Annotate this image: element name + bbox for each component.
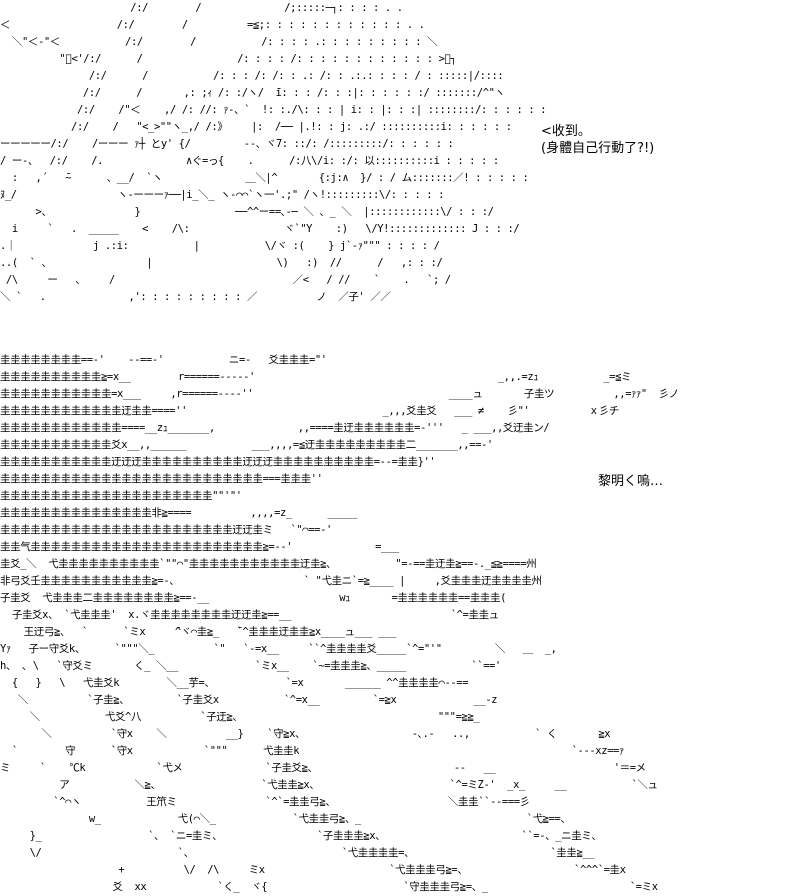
art-line: /\ ー 、 / ／< / // ` . `; / (0, 274, 451, 286)
art-line: "ﾞ<'/:/ / /: : : : /: : : : : : : : : : … (0, 53, 457, 65)
art-line: : ,´ ̄~ 、__/ `ヽ ＿＼|^ {:j:∧ }/ : / ム:::::… (0, 172, 529, 184)
art-line: .｜ j .:i: | \/ヾ :( } j`-ｧ""" : : : : / (0, 240, 440, 252)
art-line: 王迂弓≧、 ` `ミx ̄^ヾ⌒圭≧_ ̄`^圭圭圭迂圭圭≧x____ュ___ … (0, 626, 397, 638)
art-line: /:/ / /: : : /: /: : .: /: : .:.: : : : … (0, 70, 504, 82)
art-line: 非弓爻壬圭圭圭圭圭圭圭圭圭圭圭≧=-、 ` "弋圭ニ`=≧____ | ,爻圭圭… (0, 575, 542, 587)
art-line: 圭圭圭圭圭圭圭圭圭圭圭圭圭圭圭圭圭圭圭圭圭圭圭迂迂圭ミ `"⌒==-' (0, 524, 332, 536)
art-line: h、 ､ \ `守爻ミ く_ ＼__ `ミx__ `~=圭圭圭≧、_____ `… (0, 660, 501, 672)
art-line: `^⌒ヽ 王笊ミ `^`=圭圭弓≧、 ＼圭圭``--===彡 (0, 796, 530, 808)
art-line: ..( ` 、 | \) :) // / ,: : :/ (0, 257, 443, 269)
art-line: ＼ 弋爻^八 `子迂≧、 """=≧≧_ (0, 711, 480, 723)
dawn-caption: 黎明く嗚… (598, 474, 664, 489)
art-line: 子圭爻 弋圭圭圭二圭圭圭圭圭圭圭圭≧==-__ wｭ =圭圭圭圭圭圭==圭圭圭( (0, 592, 507, 604)
art-line: ＼"＜-"＜ /:/ / /: : : : .: : : : : : : : :… (0, 36, 438, 48)
art-line: /:/ / "<_>""ヽ_,/ /:》 |: /── |.!: : j: .:… (0, 121, 512, 133)
art-line: \/ `、 `弋圭圭圭圭=、 `圭圭≧__ (0, 847, 595, 859)
art-line: 圭圭圭圭圭圭圭圭圭圭圭圭圭圭圭圭圭圭圭圭圭""'"' (0, 490, 242, 502)
art-line: ミ ` ℃k `弋メ `子圭爻≧、 -- __ '＝=メ (0, 762, 646, 774)
art-line: 子圭爻x、 `弋圭圭圭' x.ヾ圭圭圭圭圭圭圭圭迂迂圭≧==__ `^=圭圭ュ (0, 609, 499, 621)
art-line: ＼ ` . ,': : : : : : : : : ／ ノ ／子' ／／ (0, 291, 391, 303)
art-line: 圭圭圭圭圭圭圭圭圭圭圭圭圭圭圭非≧==== ,,,,=z_ _____ (0, 507, 358, 519)
art-line: ﾇ_/ ヽ-ーーーｧ──|i_＼_ ヽ-⌒⌒`ヽ一'.;" /ヽ!:::::::… (0, 189, 445, 201)
art-line: ` 守 `守x `""" 弋圭圭k `---xz==ｧ (0, 745, 624, 757)
art-line: 圭圭气圭圭圭圭圭圭圭圭圭圭圭圭圭圭圭圭圭圭圭圭圭圭圭≧=--' =___ (0, 541, 399, 553)
dialogue-caption: <收到。 (身體自己行動了?!) (541, 123, 654, 157)
art-line: ＼ `守x ＼ __} `守≧x、 -､.- .., ` く ≧x (0, 728, 611, 740)
art-line: Yｧ 子ー守爻k、 `"""＼_ `" `-=x__ ``^圭圭圭圭爻_____… (0, 643, 557, 655)
art-line: { } \ 弋圭爻k ＼__芋=、 `=x ______ ^^圭圭圭圭⌒--== (0, 677, 469, 689)
art-line: / ー-、 /:/ /. ∧ぐ=っ{ . /:八\/i: :/: 以::::::… (0, 155, 499, 167)
art-line: }_ `、 `ニ=圭ミ、 `子圭圭圭≧x、 ``=-、_ニ圭ミ、 (0, 830, 602, 842)
art-line: 圭圭圭圭圭圭圭圭==-' --==-' ニ=- 爻圭圭圭="' (0, 354, 327, 366)
art-line: ＜ /:/ / =≦;: : : : : : : : : : : : . . (0, 19, 425, 31)
art-line: 圭圭圭圭圭圭圭圭圭圭≧=x__ r======-----' _,,.=zｭ _=… (0, 371, 632, 383)
art-line: 圭圭圭圭圭圭圭圭圭圭圭爻x__,,______ ___,,,,=≦迂圭圭圭圭圭圭… (0, 439, 493, 451)
ascii-art-panel-bottom: 圭圭圭圭圭圭圭圭==-' --==-' ニ=- 爻圭圭圭="' 圭圭圭圭圭圭圭圭… (0, 352, 805, 893)
art-line: w_ 弋(⌒＼_ `弋圭圭弓≧、_ `弋≧==、 (0, 813, 571, 825)
art-line: ーーーーー/:/ /ーーー ｧ┼ とy' {/ --、ヾ7: ::/: /:::… (0, 138, 454, 150)
art-line: 圭圭圭圭圭圭圭圭圭圭圭=x___ ,r======----'' ____ュ 子圭… (0, 388, 679, 400)
art-line: /:/ / /;:::::─┐: : : : . . (0, 2, 403, 14)
art-line: 圭圭圭圭圭圭圭圭圭圭圭迂迂迂圭圭圭圭圭圭圭圭圭圭迂迂迂圭圭圭圭圭圭圭圭圭圭=--… (0, 456, 436, 468)
art-line: 圭爻_＼ 弋圭圭圭圭圭圭圭圭圭圭`""⌒"圭圭圭圭圭圭圭圭圭圭圭迂圭≧、 "=-… (0, 558, 537, 570)
art-line: ア ＼≧、 `弋圭圭≧x、 `^=ミZ-' _x_ __ `＼ュ (0, 779, 658, 791)
art-line: i ` . _____ < /\: ヾ`"Y :) \/Y!::::::::::… (0, 223, 520, 235)
art-line: /:/ /"＜ ,/ /: //: ｧ-、` !: :./\: : : | i:… (0, 104, 547, 116)
art-line: ＼ `子圭≧、 `子圭爻x `^=x__ `=≧x __-z (0, 694, 498, 706)
art-line: /:/ / ,: ;ｨ /: :/ヽ/ ̄i: : : /: : :|: : :… (0, 87, 505, 99)
art-line: 爻 xx `く_ ヾ{ `守圭圭圭弓≧=、_ `=ミx (0, 881, 659, 893)
art-line: 圭圭圭圭圭圭圭圭圭圭圭圭圭圭圭圭圭圭圭圭圭圭圭圭圭圭===圭圭圭'' (0, 473, 323, 485)
dialogue-line-1: <收到。 (541, 124, 591, 139)
art-line: >、 } ──^^ー==､-─ ＼ 、_ ＼ |::::::::::::\/ :… (0, 206, 494, 218)
art-line: 圭圭圭圭圭圭圭圭圭圭圭圭迂圭圭===='' _,,,爻圭爻 ___ ≠ 彡"' … (0, 405, 619, 417)
art-line: + \/ /\ ミx `弋圭圭圭弓≧=、 `^^^`=圭x (0, 864, 626, 876)
ascii-art-panel-top: /:/ / /;:::::─┐: : : : . . ＜ /:/ / =≦;: … (0, 0, 805, 330)
dialogue-line-2: (身體自己行動了?!) (541, 141, 655, 156)
art-line: 圭圭圭圭圭圭圭圭圭圭圭圭====__zｭ_______, ,,====圭迂圭圭圭… (0, 422, 550, 434)
